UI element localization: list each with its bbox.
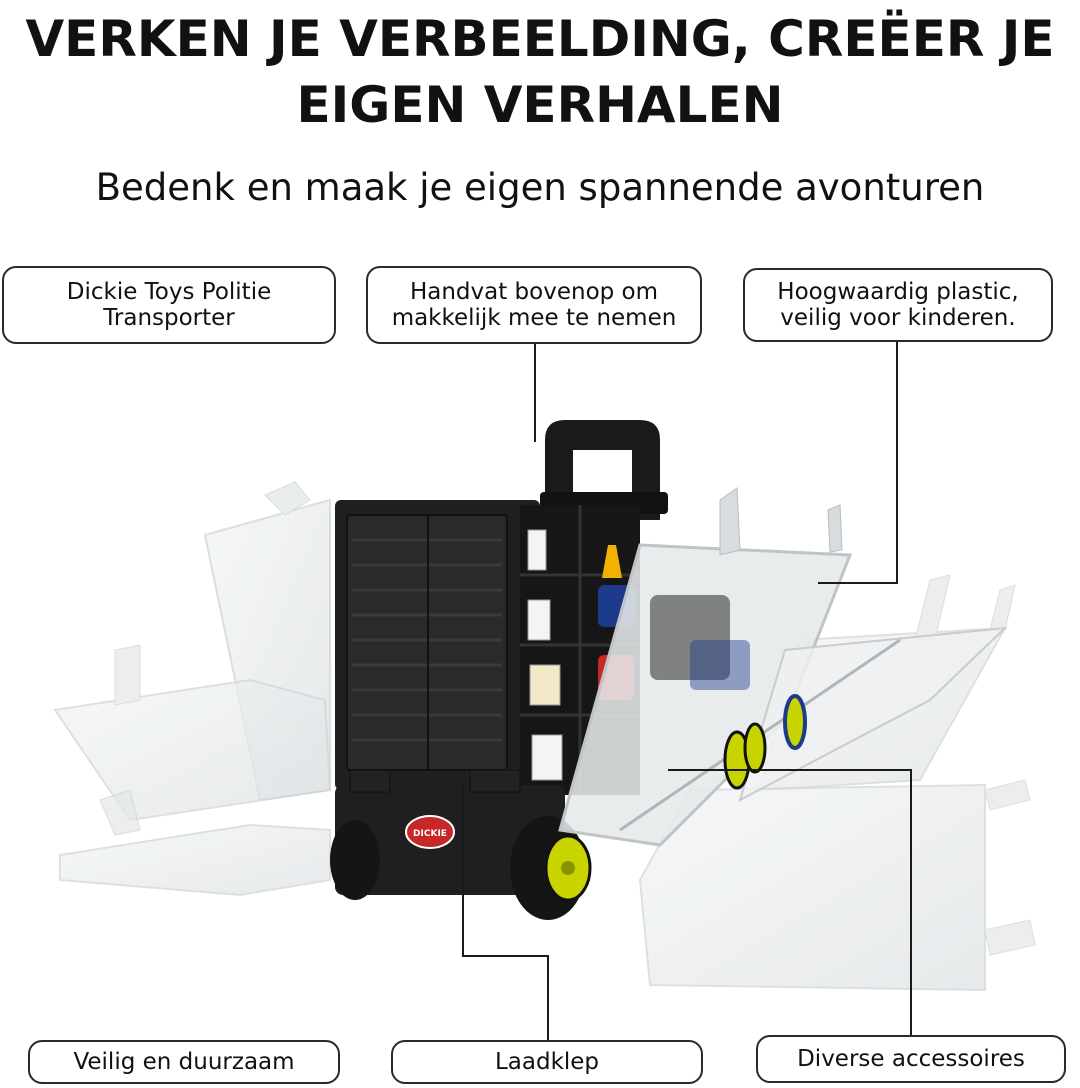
callout-product-name-line-2: Transporter — [103, 305, 235, 331]
callout-loading-flap: Laadklep — [391, 1040, 703, 1084]
transporter-case: DICKIE — [330, 500, 640, 920]
headline-line-1: VERKEN JE VERBEELDING, CREËER JE — [25, 10, 1055, 68]
callout-handle-line-1: Handvat bovenop om — [409, 279, 659, 305]
faded-panel-right-bottom — [638, 779, 1036, 992]
callout-product-name-line-1: Dickie Toys Politie — [66, 279, 272, 305]
callout-handle: Handvat bovenop om makkelijk mee te neme… — [366, 266, 702, 344]
faded-panel-left-bottom — [59, 789, 331, 897]
subtitle: Bedenk en maak je eigen spannende avontu… — [95, 166, 985, 209]
callout-plastic-line-2: veilig voor kinderen. — [780, 305, 1016, 331]
dickie-logo: DICKIE — [413, 829, 447, 839]
callout-plastic-line-1: Hoogwaardig plastic, — [777, 279, 1019, 305]
callout-durable: Veilig en duurzaam — [28, 1040, 340, 1084]
loading-flap — [558, 487, 1008, 847]
callout-product-name: Dickie Toys Politie Transporter — [2, 266, 336, 344]
headline-line-2: EIGEN VERHALEN — [296, 76, 784, 134]
headline: VERKEN JE VERBEELDING, CREËER JE EIGEN V… — [0, 6, 1080, 138]
faded-panel-left-middle — [53, 644, 332, 822]
callout-accessories: Diverse accessoires — [756, 1035, 1066, 1083]
leader-lines — [462, 342, 912, 1040]
callout-handle-line-2: makkelijk mee te nemen — [391, 305, 677, 331]
callout-plastic: Hoogwaardig plastic, veilig voor kindere… — [743, 268, 1053, 342]
